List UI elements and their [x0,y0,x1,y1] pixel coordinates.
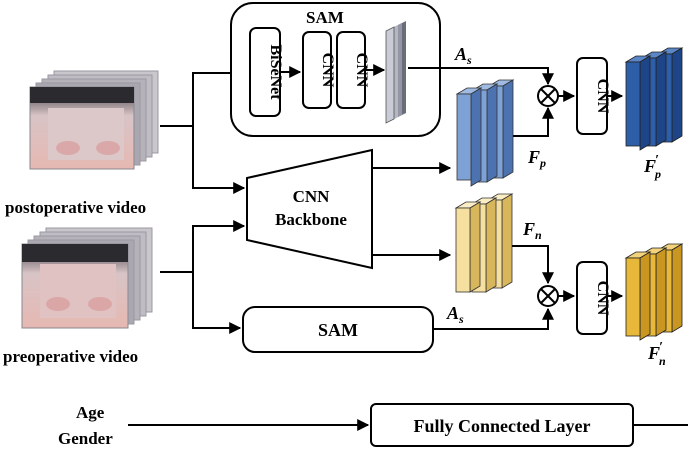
fully-connected-layer: Fully Connected Layer [370,403,634,447]
cnn-right-bottom-label: CNN [594,281,611,316]
cnn-backbone: CNN Backbone [246,148,373,270]
fp-prime-label: F′p [643,153,661,181]
preoperative-video-frames [21,227,153,329]
backbone-line1: CNN [293,187,331,206]
cnn-block-right-top: CNN [576,57,611,135]
backbone-line2: Backbone [275,210,347,229]
age-label: Age [76,403,105,422]
fp-label: Fp [527,147,546,170]
bisenet-label: BiSeNet [267,44,284,100]
fn-prime-feature-stack [624,243,684,341]
multiply-top [537,85,559,107]
as-top-wire [408,67,554,86]
pre-input-wires [160,220,246,334]
as-top-label: As [454,44,472,67]
fn-prime-label: F′n [647,340,666,368]
cnn-block-right-bottom: CNN [576,261,611,335]
postoperative-video-label: postoperative video [5,198,146,217]
cnn-right-top-label: CNN [594,79,611,114]
as-bottom-label: As [446,303,464,326]
gender-label: Gender [58,429,113,448]
multiply-bottom [537,285,559,307]
attention-map-stack [385,21,406,124]
fp-prime-feature-stack [624,47,684,151]
fp-feature-stack [455,79,515,187]
sam-module-bottom: SAM [242,306,434,353]
sam-module-top: SAM BiSeNet CNN CNN [230,2,441,137]
sam-bottom-title: SAM [318,320,358,340]
postoperative-video-frames [29,70,159,170]
cnn-block-2-label: CNN [353,53,370,88]
post-input-wires [160,67,246,194]
cnn-block-1-label: CNN [319,53,336,88]
sam-top-title: SAM [306,8,344,27]
fn-feature-stack [454,193,514,293]
fc-layer-label: Fully Connected Layer [414,416,591,436]
cnn-block-1 [302,31,332,109]
fn-label: Fn [522,219,542,242]
preoperative-video-label: preoperative video [3,347,138,366]
